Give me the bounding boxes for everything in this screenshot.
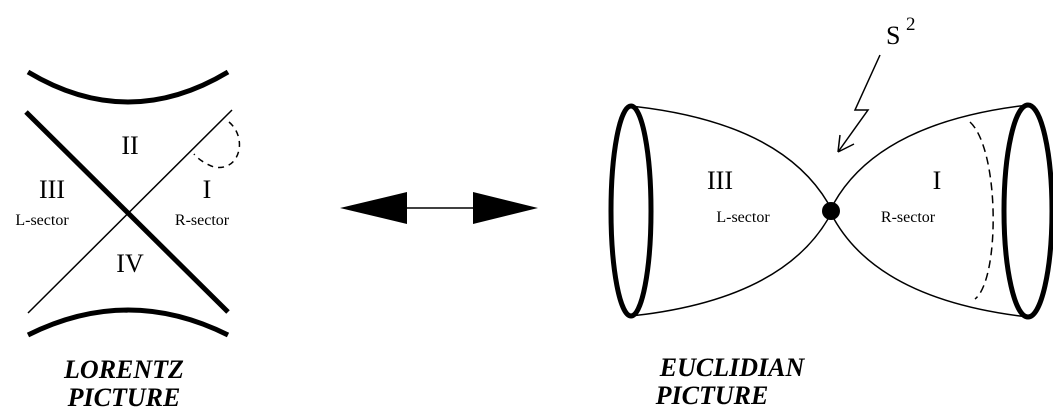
r-sector-label: R-sector xyxy=(175,212,230,229)
euclid-r-sector-label: R-sector xyxy=(881,209,936,226)
left-mouth-ellipse xyxy=(608,103,654,319)
thick-horizon-line xyxy=(24,110,230,314)
lorentz-diagram: II III I IV L-sector R-sector LORENTZ PI… xyxy=(15,69,241,412)
left-cone-upper-edge xyxy=(630,105,829,204)
euclidian-caption-line2: PICTURE xyxy=(655,381,769,410)
sphere-label-exponent: 2 xyxy=(906,14,916,35)
thin-horizon-line xyxy=(27,109,233,314)
lightning-pointer xyxy=(837,54,881,153)
bottom-singularity-curve xyxy=(26,307,230,338)
lorentz-caption-line2: PICTURE xyxy=(67,383,181,412)
right-mouth-ellipse xyxy=(1001,102,1053,320)
lorentz-caption-line1: LORENTZ xyxy=(63,355,184,384)
top-singularity-curve xyxy=(26,69,230,105)
region-label-I: I xyxy=(203,175,212,204)
region-label-III: III xyxy=(39,175,65,204)
region-label-II: II xyxy=(121,131,138,160)
right-arrowhead xyxy=(473,192,538,224)
right-cone-upper-edge xyxy=(833,104,1029,204)
region-label-IV: IV xyxy=(116,249,144,278)
double-arrow xyxy=(340,192,538,224)
left-arrowhead xyxy=(340,192,407,224)
dashed-cross-section xyxy=(969,121,994,300)
dashed-arc xyxy=(193,121,241,169)
euclid-region-label-III: III xyxy=(707,166,733,195)
euclid-l-sector-label: L-sector xyxy=(716,209,770,226)
euclidian-diagram: S 2 III I L-sector R-sector EUCLIDIAN PI… xyxy=(608,14,1053,410)
bifurcation-point xyxy=(822,202,840,220)
l-sector-label: L-sector xyxy=(15,212,69,229)
right-cone-lower-edge xyxy=(833,218,1029,318)
sphere-label-base: S xyxy=(886,21,900,50)
left-cone-lower-edge xyxy=(630,218,829,317)
euclidian-caption-line1: EUCLIDIAN xyxy=(659,353,806,382)
euclid-region-label-I: I xyxy=(933,166,942,195)
